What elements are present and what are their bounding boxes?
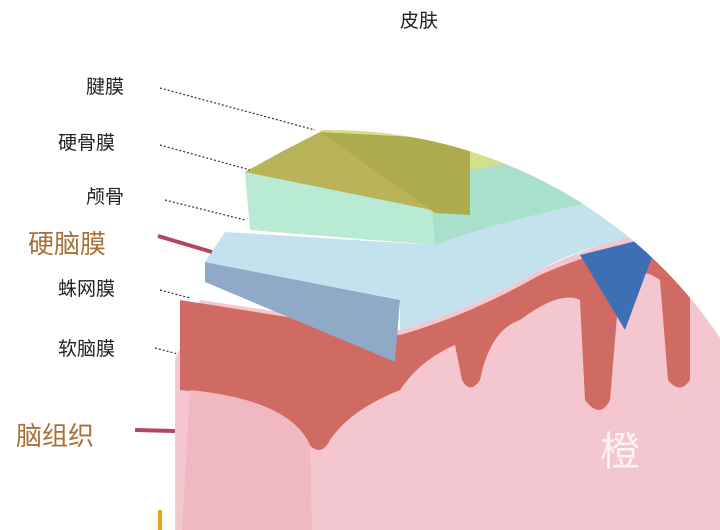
label-periosteum: 硬骨膜	[58, 132, 116, 154]
label-skull: 颅骨	[86, 186, 125, 208]
label-skin: 皮肤	[400, 10, 439, 32]
skull-layer	[245, 172, 435, 245]
label-dura-mater: 硬脑膜	[28, 230, 107, 260]
brain-cortex-band	[180, 225, 720, 450]
dura-pointer	[157, 234, 213, 254]
orange-mark	[158, 510, 162, 530]
label-brain-tissue: 脑组织	[16, 422, 95, 452]
leader-lines	[154, 87, 316, 355]
hair-strands	[400, 40, 668, 115]
watermark: 橙	[600, 429, 640, 475]
brain-pointer	[134, 428, 176, 433]
dura-mater-layer	[205, 185, 720, 330]
label-aponeurosis: 腱膜	[86, 76, 125, 98]
label-pia-mater: 软脑膜	[58, 338, 116, 360]
label-arachnoid: 蛛网膜	[58, 278, 116, 300]
venous-sinus	[580, 235, 660, 330]
arachnoid-layer	[205, 262, 400, 362]
